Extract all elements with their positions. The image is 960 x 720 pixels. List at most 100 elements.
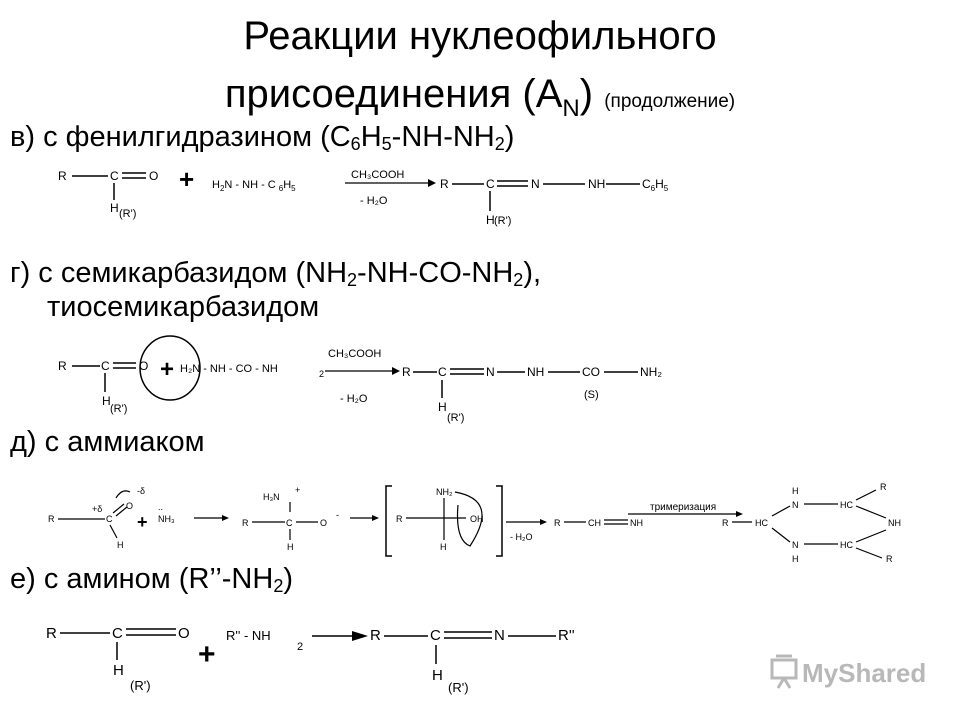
r3-i-H3N: H₃N (263, 492, 280, 502)
r3-ring-R-left: R (722, 518, 729, 528)
r3-b-H: H (440, 542, 447, 552)
r4-O: O (178, 625, 190, 642)
r3-H: H (117, 540, 124, 550)
r1-plus: + (179, 164, 194, 194)
r3-i-C: C (286, 518, 293, 528)
r3-p-NH: NH (630, 518, 643, 528)
r2-p-S: (S) (584, 389, 599, 401)
r2-Hsub: (R') (110, 403, 127, 415)
slide-title-line1: Реакции нуклеофильного (243, 14, 717, 58)
r2-O: O (139, 359, 148, 373)
r2-water-loop (139, 335, 201, 401)
r2-p-R: R (402, 365, 411, 379)
reaction-3: -δ +δ R C O H + .. NH₃ R C H₃N + O - (48, 482, 901, 564)
r2-C: C (101, 359, 110, 373)
r3-minus-delta: -δ (137, 486, 145, 496)
reaction-2: R C O H (R') + H₂N - NH - CO - NH 2 CH₃C… (58, 335, 662, 424)
r4-R: R (46, 625, 57, 642)
r4-plus: + (198, 638, 216, 671)
r2-H: H (102, 394, 111, 408)
r3-R: R (48, 514, 55, 524)
r2-reagent-2: 2 (319, 369, 324, 379)
r2-p-NH2: NH₂ (640, 365, 662, 379)
r3-ring-R-bot: R (886, 554, 893, 564)
r3-i-minus: - (336, 510, 339, 520)
r2-p-C: C (438, 365, 447, 379)
r3-ring-R-top: R (880, 482, 887, 492)
r3-ring-H-bot: H (792, 554, 799, 564)
r3-ring-N-top: N (792, 500, 799, 510)
r4-p-R: R (370, 627, 381, 644)
r4-C: C (112, 625, 123, 642)
watermark-text: MyShared (802, 658, 926, 688)
r1-p-R: R (440, 177, 449, 191)
r3-p-CH: CH (588, 518, 601, 528)
r2-p-Hsub: (R') (447, 412, 464, 424)
r4-Hsub: (R') (130, 678, 151, 693)
r3-b-R: R (396, 514, 403, 524)
watermark-logo: MyShared (768, 650, 948, 699)
r1-O: O (149, 169, 158, 183)
r3-water-loop (454, 491, 483, 547)
r4-H: H (113, 662, 124, 679)
r3-ring-NH-right: NH (888, 518, 901, 528)
r3-b-OH: OH (470, 514, 484, 524)
item-amine: е) с амином (R’’-NH2) (10, 563, 293, 596)
r3-trimer: тримеризация (650, 502, 716, 513)
r1-H: H (110, 201, 119, 215)
r3-i-H: H (287, 542, 294, 552)
r1-p-C6H5: C6H5 (642, 177, 669, 193)
item-thiosemicarbazide: тиосемикарбазидом (47, 291, 320, 323)
r3-i-O: O (320, 518, 327, 528)
item-semicarbazide: г) с семикарбазидом (NH2-NH-CO-NH2), (10, 257, 542, 290)
r4-p-R2: R'' (558, 627, 575, 644)
r3-p-R: R (554, 518, 561, 528)
r2-p-NH: NH (527, 365, 544, 379)
r2-reagent: H₂N - NH - CO - NH (180, 363, 278, 375)
r3-i-plus: + (295, 485, 300, 495)
r3-C: C (106, 514, 113, 524)
title-note: (продолжение) (604, 91, 736, 112)
r3-ring-H-top: H (792, 486, 799, 496)
r4-p-C: C (430, 627, 441, 644)
r4-reagent-2: 2 (297, 641, 303, 653)
r2-R: R (58, 359, 67, 373)
r1-R: R (58, 169, 67, 183)
r3-ring-HC-left: HC (755, 518, 768, 528)
r3-b-cond: - H₂O (510, 532, 533, 542)
r2-p-N: N (486, 365, 495, 379)
r3-ring-HC-bot: HC (840, 540, 853, 550)
r3-ring-N-bot: N (792, 540, 799, 550)
r1-C: C (110, 169, 119, 183)
r2-p-CO: CO (582, 365, 600, 379)
r1-p-N: N (531, 177, 540, 191)
r3-NH3: NH₃ (158, 514, 175, 524)
r3-plus-delta: +δ (92, 504, 102, 514)
r3-b-NH2: NH₂ (436, 487, 453, 497)
r2-cond-top: CH₃COOH (328, 348, 381, 360)
r3-plus: + (137, 512, 148, 532)
r3-dots: .. (158, 502, 163, 512)
r4-p-N: N (494, 627, 505, 644)
r1-p-Hsub: (R') (494, 215, 511, 227)
r1-p-C: C (486, 177, 495, 191)
r4-reagent: R'' - NH (226, 628, 271, 643)
slide-title-line2: присоединения (AN) (продолжение) (224, 72, 736, 122)
r1-p-NH: NH (588, 177, 605, 191)
r1-cond-bottom: - H₂O (360, 195, 388, 207)
r1-cond-top: CH₃COOH (351, 169, 404, 181)
r1-p-H: H (486, 213, 495, 227)
item-phenylhydrazine: в) с фенилгидразином (C6H5-NH-NH2) (10, 121, 515, 154)
r3-i-R: R (242, 518, 249, 528)
r3-ring-HC-top: HC (840, 500, 853, 510)
r2-p-H: H (438, 400, 447, 414)
reaction-4: R C O H (R') + R'' - NH 2 R C N R'' H (R… (46, 625, 575, 695)
r3-O: O (126, 501, 133, 511)
r4-p-Hsub: (R') (448, 680, 469, 695)
r1-Hsub: (R') (119, 208, 136, 220)
r2-cond-bottom: - H₂O (340, 393, 368, 405)
item-ammonia: д) с аммиаком (10, 426, 205, 458)
